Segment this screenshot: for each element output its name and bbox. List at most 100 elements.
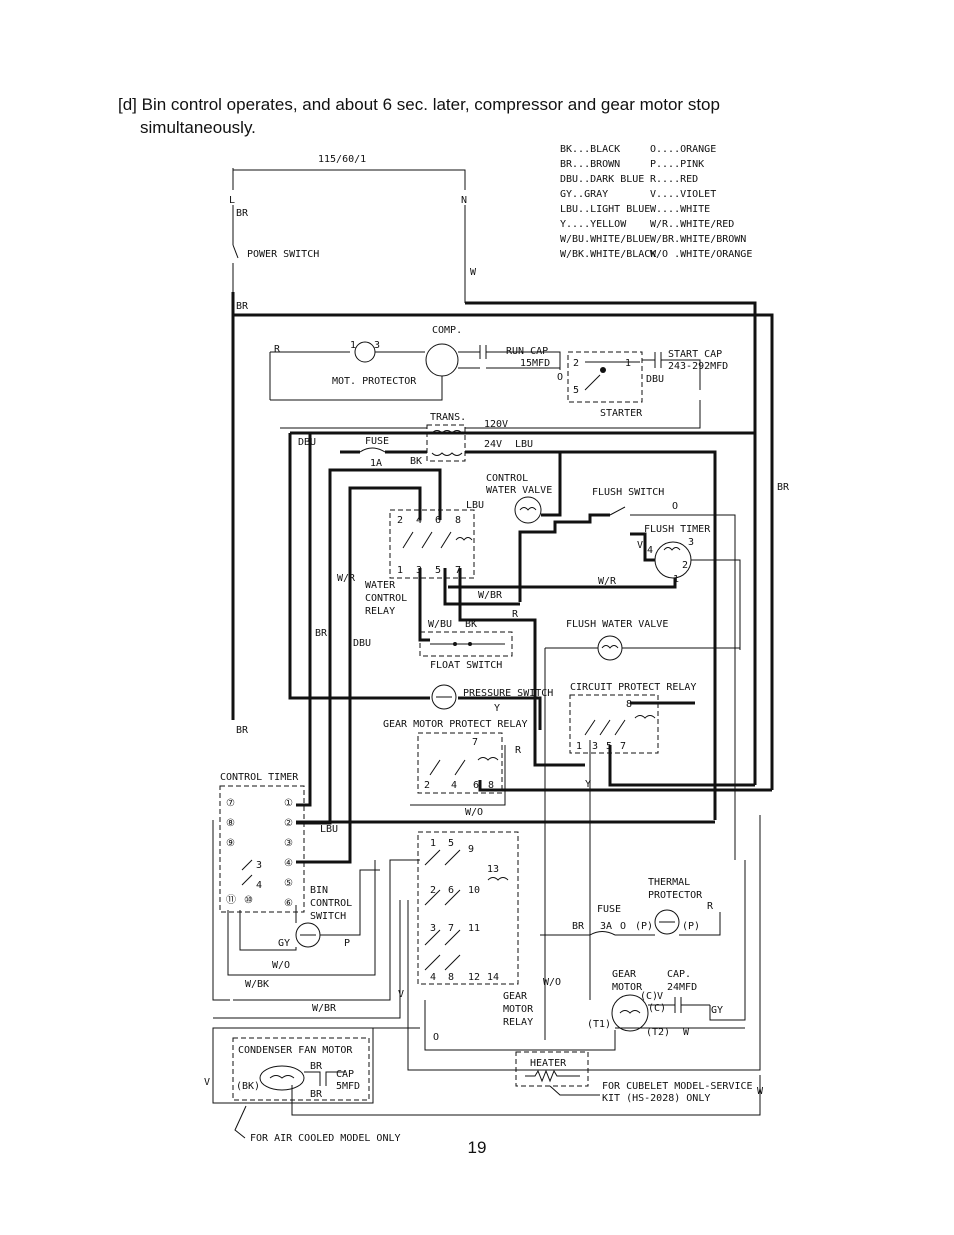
gear-motor-icon	[611, 994, 649, 1032]
gear-motor-protect-relay: GEAR MOTOR PROTECT RELAY 7 2 4 6 8 R W/O	[383, 719, 528, 818]
svg-text:7: 7	[455, 565, 461, 576]
timer-terminal: ⑩	[244, 895, 253, 906]
svg-text:3: 3	[430, 923, 436, 934]
gear-motor-label-2: MOTOR	[612, 982, 643, 993]
timer-terminal: ⑥	[284, 898, 293, 909]
svg-text:9: 9	[468, 844, 474, 855]
air-cooled-note: FOR AIR COOLED MODEL ONLY	[250, 1133, 401, 1144]
control-wiring: W/R W/BR R BR DBU LBU	[288, 433, 772, 864]
svg-text:11: 11	[468, 923, 480, 934]
run-cap-label: RUN CAP	[506, 346, 548, 357]
line-l: BR POWER SWITCH BR	[231, 205, 319, 720]
cap2-label: CAP.	[667, 969, 691, 980]
timer-terminal: ⑨	[226, 838, 235, 849]
legend-entry: V....VIOLET	[650, 189, 716, 200]
wire-label-r: R	[707, 901, 714, 912]
color-legend: BK...BLACK BR...BROWN DBU..DARK BLUE GY.…	[560, 144, 752, 260]
legend-entry: W/O .WHITE/ORANGE	[650, 249, 752, 260]
svg-text:4: 4	[647, 545, 653, 556]
svg-text:8: 8	[455, 515, 461, 526]
wire-label-bk: BK	[410, 456, 422, 467]
wire-label-r: R	[274, 344, 281, 355]
v120-label: 120V	[484, 419, 508, 430]
flush-switch-label: FLUSH SWITCH	[592, 487, 664, 498]
svg-text:2: 2	[397, 515, 403, 526]
svg-text:5: 5	[606, 741, 612, 752]
wire-label-o: O	[557, 372, 563, 383]
start-cap-label: START CAP	[668, 349, 722, 360]
wire-label-r: R	[515, 745, 522, 756]
legend-entry: W....WHITE	[650, 204, 710, 215]
svg-text:3: 3	[592, 741, 598, 752]
control-timer-label: CONTROL TIMER	[220, 772, 299, 783]
svg-text:3: 3	[374, 340, 380, 351]
wire-label-t2: (T2)	[646, 1027, 670, 1038]
wire-label-p-paren: (P)	[635, 921, 653, 932]
wcr-label-1: WATER	[365, 580, 396, 591]
svg-text:4: 4	[430, 972, 436, 983]
wire-label-lbu: LBU	[466, 500, 484, 511]
bcs-label-3: SWITCH	[310, 911, 346, 922]
bin-control-switch: BIN CONTROL SWITCH GY P	[239, 869, 380, 951]
svg-text:8: 8	[448, 972, 454, 983]
flush-timer-label: FLUSH TIMER	[644, 524, 711, 535]
wire-label-c: (C)	[648, 1003, 666, 1014]
svg-text:2: 2	[682, 560, 688, 571]
pressure-switch-icon	[431, 684, 457, 710]
wire-label-p-paren: (P)	[682, 921, 700, 932]
mot-protector-label: MOT. PROTECTOR	[332, 376, 417, 387]
heater-label: HEATER	[530, 1058, 567, 1069]
run-cap-value: 15MFD	[520, 358, 550, 369]
svg-text:8: 8	[488, 780, 494, 791]
thermal-label-1: THERMAL	[648, 877, 690, 888]
page-caption: [d] Bin control operates, and about 6 se…	[118, 93, 838, 139]
svg-text:2: 2	[430, 885, 436, 896]
gmr-label-2: MOTOR	[503, 1004, 534, 1015]
cap3-label: CAP	[336, 1069, 354, 1080]
wire-label-w: W	[470, 267, 477, 278]
timer-terminal: ⑤	[284, 878, 293, 889]
wire-label-y: Y	[585, 779, 591, 790]
gmr-label-1: GEAR	[503, 991, 528, 1002]
condenser-fan-motor: CONDENSER FAN MOTOR BR CAP 5MFD (BK) BR …	[204, 1027, 764, 1144]
wire-label-br: BR	[315, 628, 328, 639]
svg-text:4: 4	[451, 780, 457, 791]
timer-terminal: ③	[284, 838, 293, 849]
timer-terminal: ⑧	[226, 818, 235, 829]
legend-entry: BR...BROWN	[560, 159, 620, 170]
legend-entry: W/BK.WHITE/BLACK	[560, 249, 656, 260]
wire-label-v: V	[204, 1077, 210, 1088]
line-n: W BR	[233, 205, 790, 790]
wire-label-p: P	[344, 938, 350, 949]
compressor-section: R 1 3 MOT. PROTECTOR COMP. RUN CAP 15MFD…	[269, 325, 728, 419]
water-control-relay: 2 4 6 8 1 3 5 7 WATER CONTROL RELAY LBU	[365, 500, 484, 617]
gear-motor-label-1: GEAR	[612, 969, 637, 980]
svg-text:13: 13	[487, 864, 499, 875]
wire-label-br: BR	[310, 1061, 323, 1072]
starter-box	[567, 351, 643, 403]
svg-text:1: 1	[350, 340, 356, 351]
wire-label-br: BR	[310, 1089, 323, 1100]
svg-text:2: 2	[573, 358, 579, 369]
supply-n-label: N	[461, 195, 467, 206]
flush-section: FLUSH SWITCH O FLUSH TIMER 4 3 2 1 V W/R	[448, 487, 741, 860]
fuse1-label: FUSE	[365, 436, 389, 447]
svg-text:1: 1	[397, 565, 403, 576]
wire-label-v: V	[398, 989, 404, 1000]
wire-label-wo: W/O	[465, 807, 483, 818]
svg-text:8: 8	[626, 699, 632, 710]
wire-label-o: O	[620, 921, 626, 932]
cwv-label-1: CONTROL	[486, 473, 528, 484]
wire-label-gy: GY	[711, 1005, 723, 1016]
svg-text:3: 3	[256, 860, 262, 871]
gear-motor-section: THERMAL PROTECTOR R FUSE 3A BR O (P) (P)…	[540, 860, 746, 1038]
wire-label-lbu: LBU	[515, 439, 533, 450]
thermal-label-2: PROTECTOR	[648, 890, 703, 901]
svg-text:5: 5	[573, 385, 579, 396]
svg-text:10: 10	[468, 885, 480, 896]
wire-label-wo: W/O	[272, 960, 290, 971]
timer-terminal: ⑪	[226, 894, 236, 906]
wire-label-wr: W/R	[337, 573, 356, 584]
gmr-label-3: RELAY	[503, 1017, 533, 1028]
